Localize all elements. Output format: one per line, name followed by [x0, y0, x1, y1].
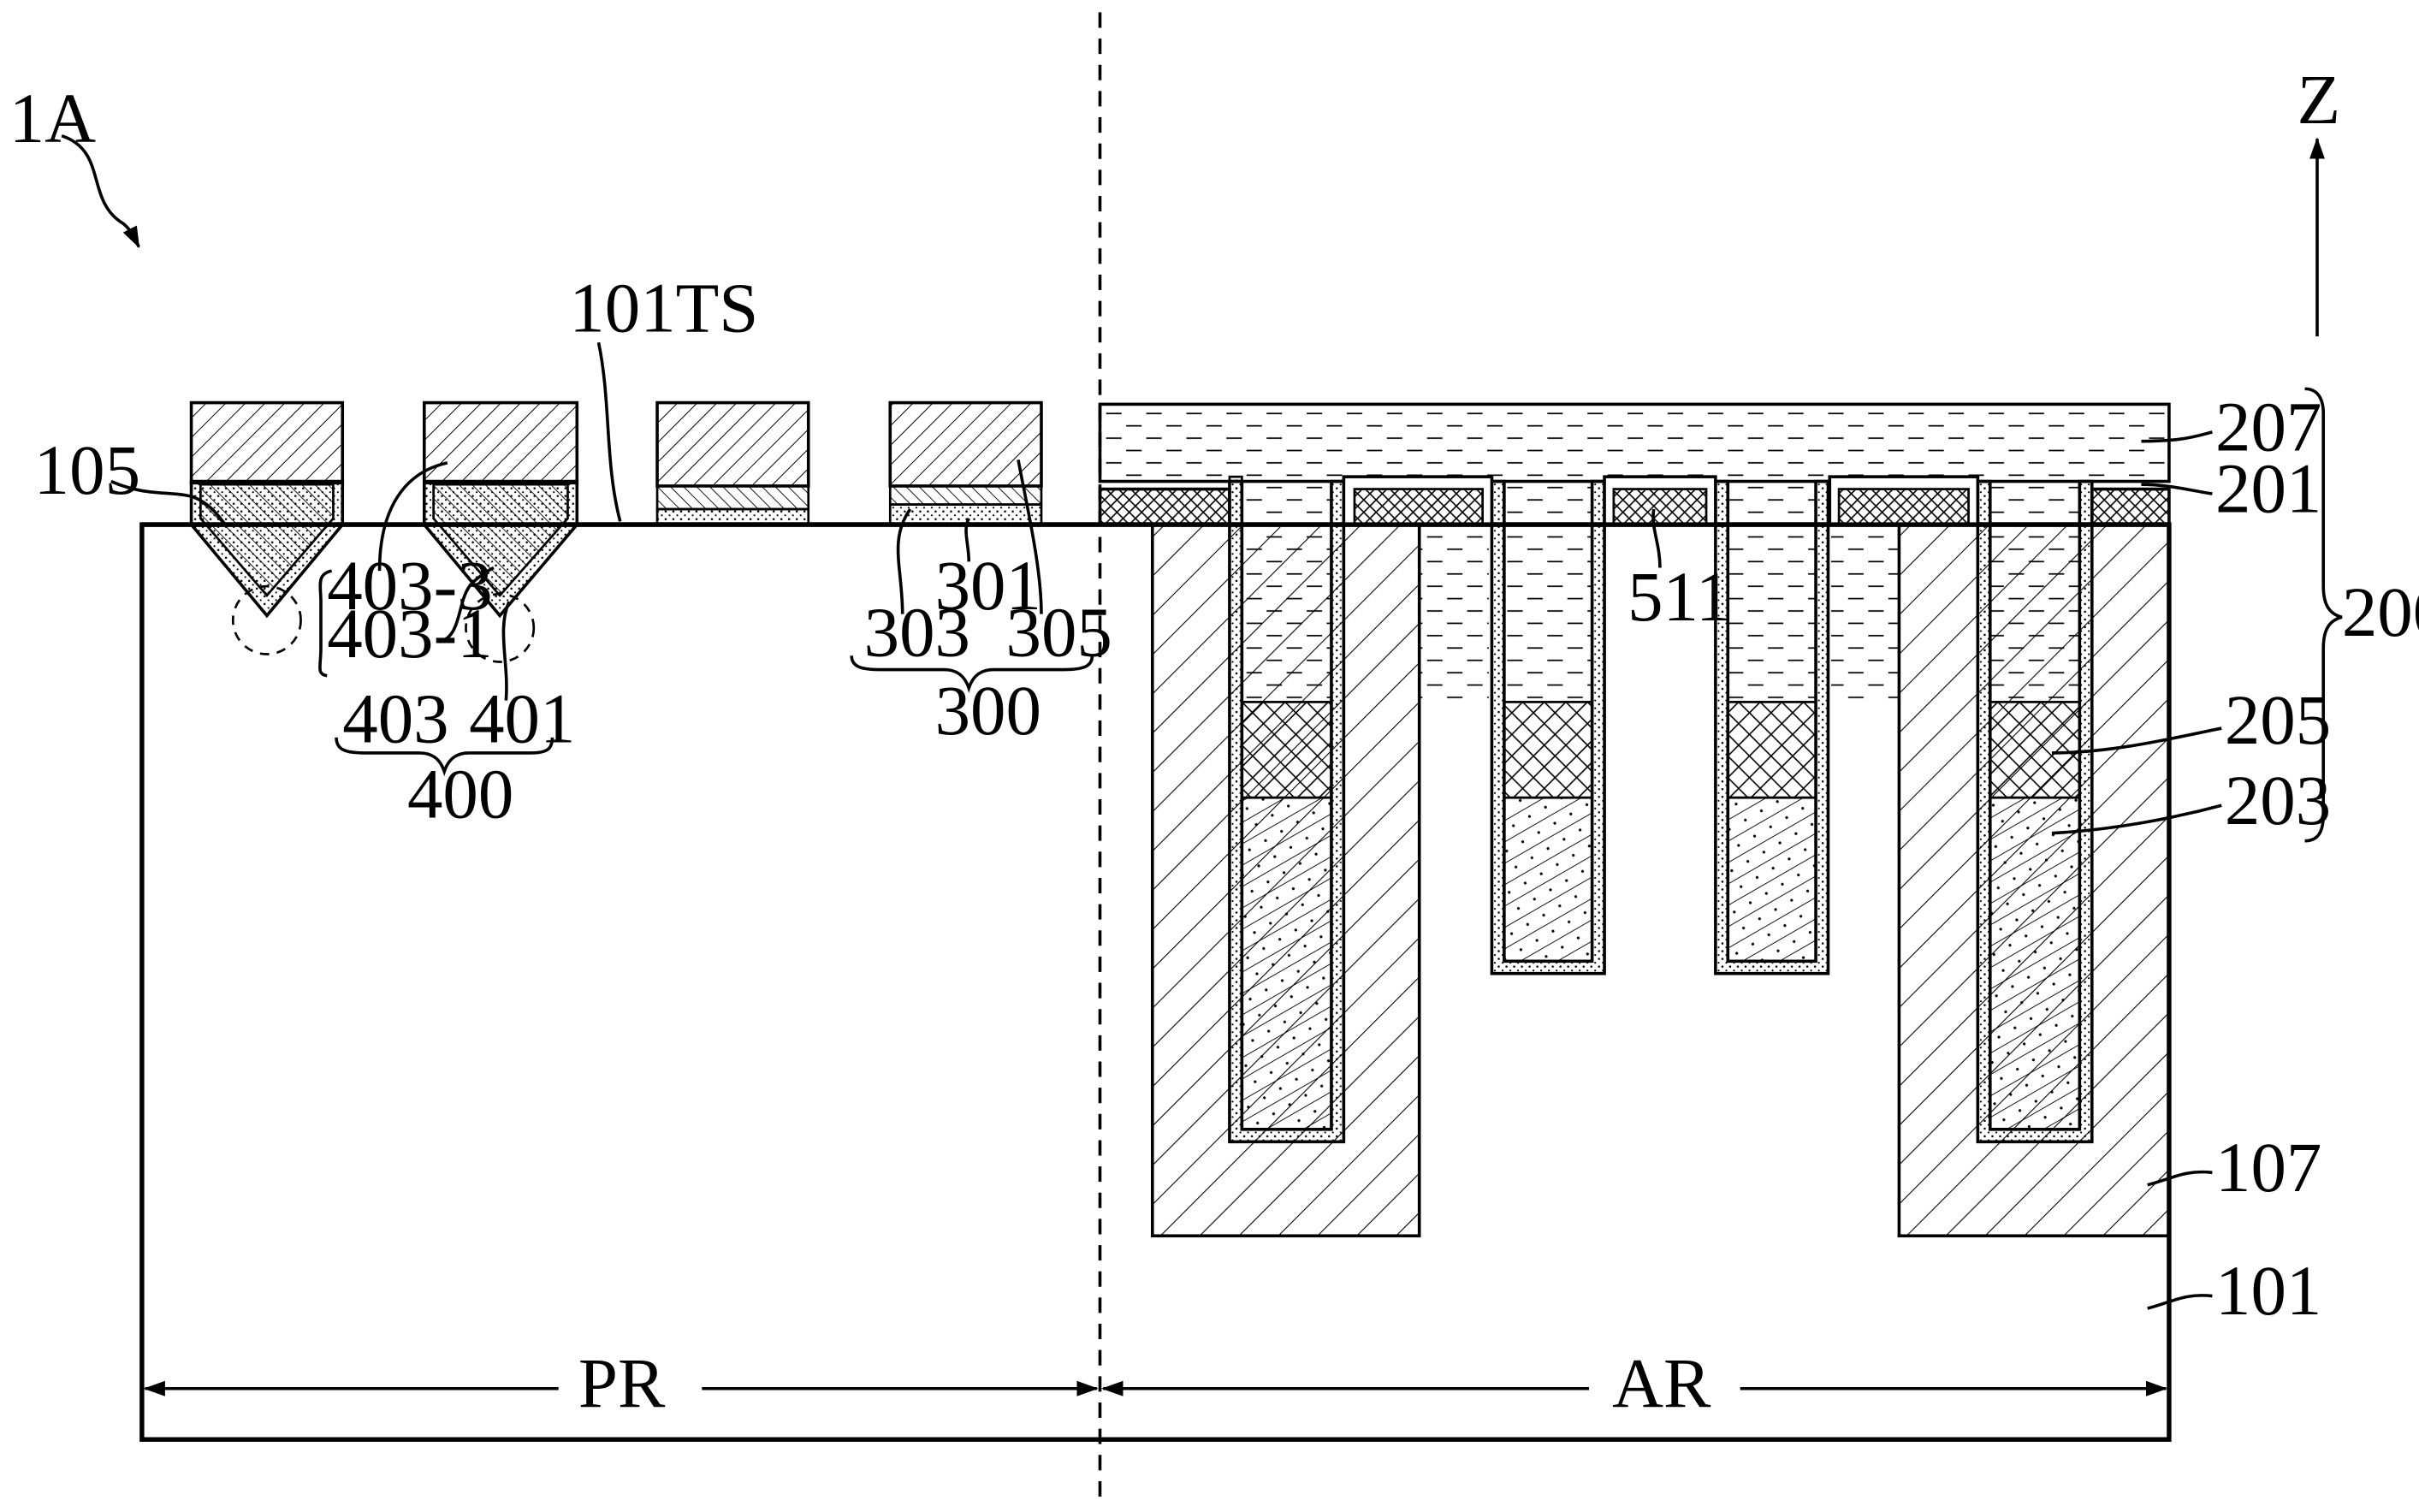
label-200: 200: [2342, 572, 2419, 651]
layer-207: [1098, 402, 2171, 483]
layer-511: [1612, 488, 1708, 526]
label-205: 205: [2225, 680, 2331, 759]
label-400: 400: [407, 755, 513, 833]
label-305: 305: [1006, 592, 1112, 671]
label-101: 101: [2215, 1251, 2321, 1330]
layer-207-gap-b: [1831, 525, 1900, 703]
planar-gate-1: [655, 400, 810, 526]
leader-301: [964, 518, 971, 562]
leader-205: [2051, 726, 2222, 755]
label-403-1: 403-1: [327, 594, 492, 673]
leader-201: [2141, 483, 2213, 495]
leader-403-1: [439, 566, 495, 643]
leader-303: [896, 507, 912, 614]
planar-gate-300: [888, 400, 1043, 526]
region-label-ar: AR: [1612, 1343, 1711, 1422]
leader-207: [2141, 430, 2213, 443]
leader-203: [2051, 803, 2222, 835]
leader-107: [2147, 1170, 2213, 1187]
brace-403-side: [318, 569, 333, 678]
label-105: 105: [34, 430, 140, 509]
label-303: 303: [864, 592, 970, 671]
layer-207-trench-fill-a: [1242, 481, 1331, 703]
label-203: 203: [2225, 761, 2331, 839]
figure-label-arrow: [61, 133, 140, 249]
z-axis: Z: [2297, 60, 2340, 337]
layer-205: [1241, 701, 2081, 799]
leader-101ts: [596, 341, 622, 522]
layer-207-trench-fill-d: [1989, 481, 2080, 703]
pr-dimension: PR: [143, 1343, 1099, 1422]
gate-structure-400-right: [423, 400, 579, 663]
label-301: 301: [935, 546, 1041, 625]
z-axis-label: Z: [2297, 60, 2340, 139]
label-403: 403: [342, 679, 448, 757]
label-101ts: 101TS: [569, 269, 758, 347]
ar-dimension: AR: [1101, 1343, 2168, 1422]
leader-401: [501, 601, 511, 701]
leader-305: [1017, 459, 1043, 614]
label-401: 401: [469, 679, 575, 757]
gate-structure-400-left: [189, 400, 345, 655]
figure-label: 1A: [9, 79, 96, 157]
region-label-pr: PR: [578, 1343, 666, 1422]
label-511: 511: [1627, 557, 1731, 636]
layer-203: [1241, 796, 2081, 1131]
leader-403-3: [377, 461, 448, 572]
layer-207-gap-a: [1419, 525, 1489, 703]
brace-300: [850, 655, 1094, 693]
leader-105: [110, 479, 227, 526]
layer-207-trench-fill-b: [1503, 481, 1592, 703]
brace-400: [335, 737, 554, 777]
brace-200: [2304, 387, 2343, 843]
label-403-3: 403-3: [327, 546, 492, 625]
label-201: 201: [2215, 449, 2321, 528]
label-207: 207: [2215, 387, 2321, 465]
label-107: 107: [2215, 1128, 2321, 1207]
layer-207-trench-fill-c: [1728, 481, 1817, 703]
leader-101: [2147, 1294, 2213, 1310]
label-300: 300: [935, 671, 1041, 750]
leader-511: [1651, 508, 1662, 568]
